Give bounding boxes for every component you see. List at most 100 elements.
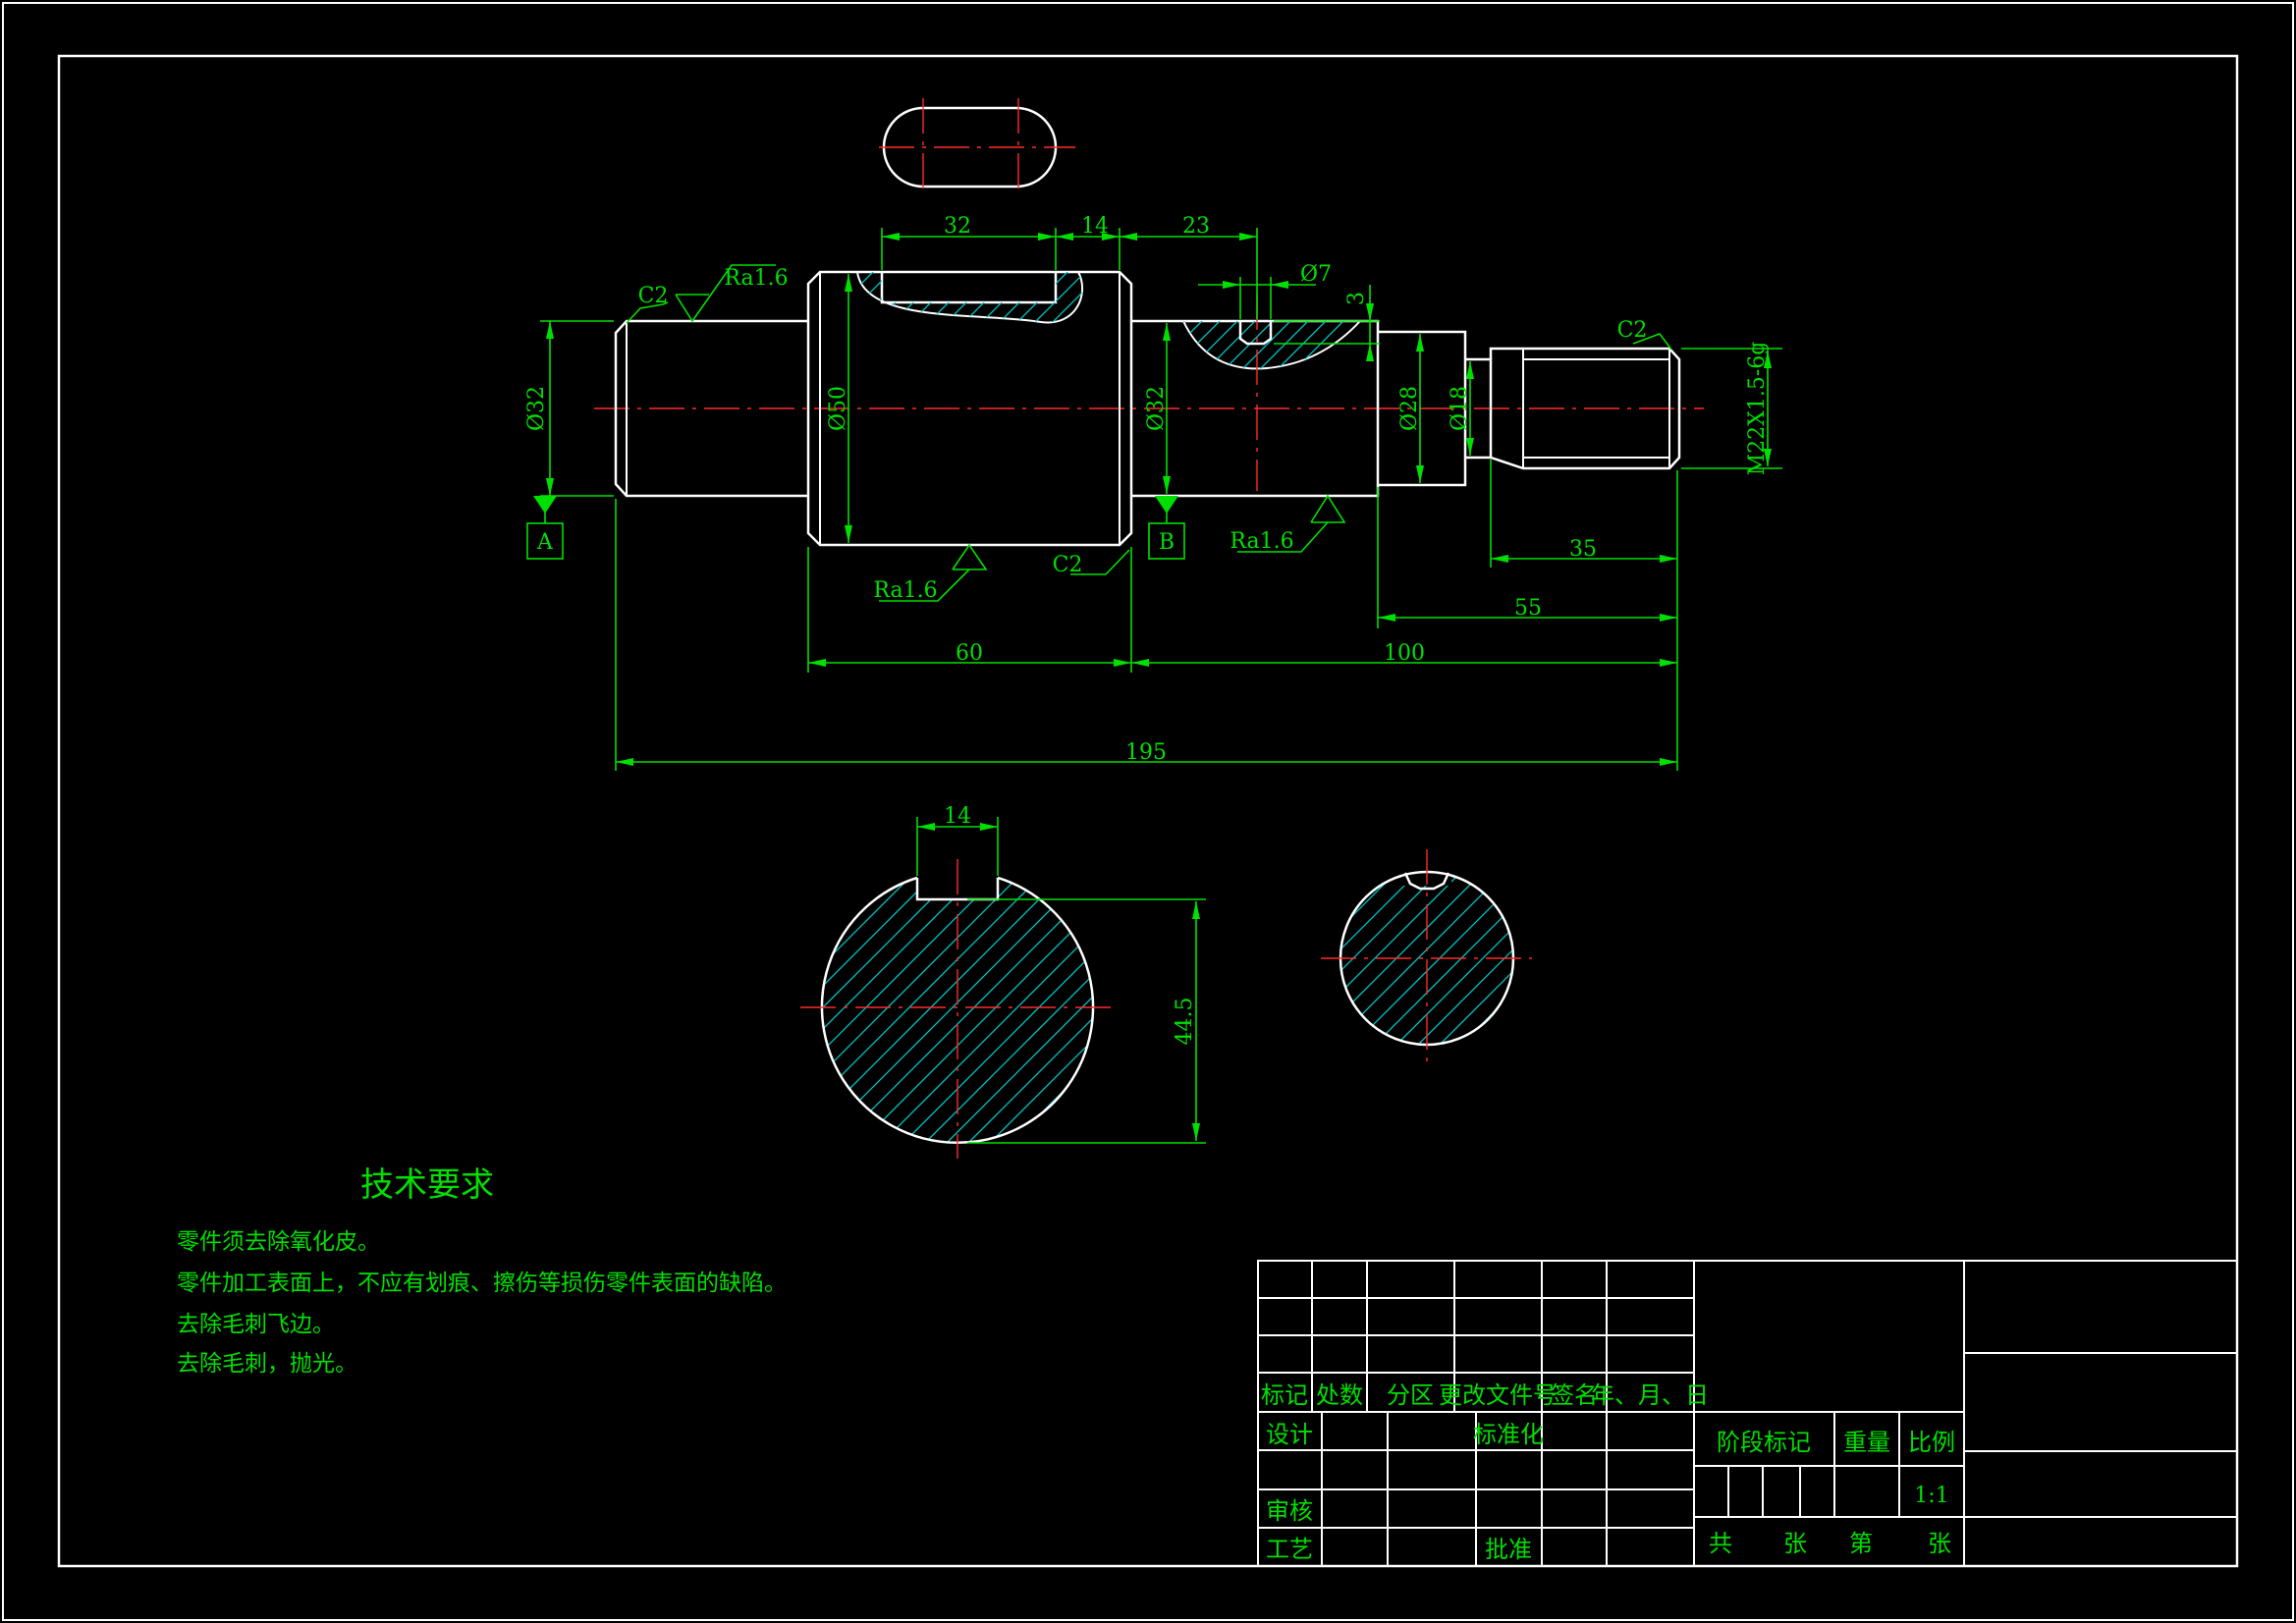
hatch-line [940,872,1093,1143]
dim-55: 55 [1514,596,1542,621]
hatch-line [1340,872,1401,1045]
hatch-line [1500,872,1513,1045]
dimension-arrowhead [1102,233,1120,241]
dimension-arrowhead [917,823,935,831]
hatch-line [918,872,1093,1143]
dim-dia-28: Ø28 [1397,386,1422,431]
tb-sheets: 张 [1783,1530,1807,1557]
hatch-line [822,872,1054,1143]
hatch-line [822,872,881,1143]
tb-signature: 签名 [1551,1381,1598,1409]
dimension-arrowhead [1239,233,1257,241]
tb-zone: 分区 [1387,1381,1434,1409]
technical-notes: 技术要求 零件须去除氧化皮。 零件加工表面上，不应有划痕、擦伤等损伤零件表面的缺… [177,1165,787,1377]
dimension-arrowhead [1192,901,1200,919]
hatch-line [1005,272,1075,323]
hatch-line [1435,872,1513,1045]
hatch-line [822,872,946,1143]
dimension-arrowhead [616,758,633,766]
dimension-arrowhead [808,659,826,667]
hatch-line [822,872,1093,1143]
hatch-line [934,272,1005,323]
dimension-arrowhead [1378,614,1395,622]
datum-b-label: B [1159,530,1175,555]
dimension-arrowhead [1660,614,1677,622]
hatch-line [1183,321,1210,369]
dim-35: 35 [1569,537,1597,562]
dim-dia-32-left: Ø32 [524,386,549,431]
dim-dia-32-right: Ø32 [1144,386,1169,431]
hatch-line [1005,872,1093,1143]
tb-process: 工艺 [1266,1536,1313,1563]
dimension-arrowhead [1491,555,1508,563]
tb-sheets-2: 张 [1928,1530,1951,1557]
dimension-arrowhead [1660,758,1677,766]
tb-weight: 重量 [1843,1429,1890,1456]
hatch-line [1285,321,1351,369]
roughness-right-label: Ra1.6 [1230,529,1293,554]
dimension-arrowhead [1366,344,1374,361]
hatch-line [822,872,989,1143]
hatch-line [822,872,859,1143]
hatch-line [987,272,1058,323]
dimension-arrowhead [1660,555,1677,563]
notes-title: 技术要求 [360,1165,494,1205]
dim-195: 195 [1125,740,1167,765]
dimension-texts: 32 14 23 Ø7 3 Ø32 Ø50 Ø32 Ø28 Ø18 M22X1.… [524,214,1770,1045]
dim-section-44-5: 44.5 [1173,998,1197,1046]
hatch-line [1058,272,1083,323]
dim-section-14: 14 [944,804,971,829]
tb-count: 处数 [1316,1381,1363,1409]
tb-date: 年、月、日 [1591,1381,1709,1409]
dimension-arrowhead [1466,438,1474,456]
dimension-arrowhead [1764,449,1772,466]
note-item-2: 零件加工表面上，不应有划痕、擦伤等损伤零件表面的缺陷。 [177,1271,787,1296]
dimension-arrowhead [1660,659,1677,667]
hatch-line [1339,321,1360,369]
hatch-line [1250,321,1316,369]
hatch-line [832,872,1093,1143]
dimension-arrowhead [1366,303,1374,321]
hatch-line [822,872,1075,1143]
tb-review: 审核 [1266,1497,1313,1525]
hatch-line [1183,321,1228,369]
hatch-line [899,272,969,323]
dimension-arrowhead [1466,361,1474,379]
chamfer-right-label: C2 [1617,318,1648,343]
tb-change-doc: 更改文件号 [1439,1381,1557,1409]
tb-scale-value: 1:1 [1914,1484,1948,1508]
hatch-line [881,272,952,323]
hatch-line [530,864,815,1149]
dimension-arrowhead [1056,233,1073,241]
dim-dia-50: Ø50 [826,386,850,431]
chamfer-left-label: C2 [638,284,669,308]
tb-mark: 标记 [1261,1381,1308,1409]
hatch-line [1094,265,1163,334]
dim-23: 23 [1182,214,1210,239]
hatch-line [969,272,1040,323]
hatch-line [1075,272,1083,323]
hatch-line [875,872,1093,1143]
hatch-line [857,272,899,323]
note-item-1: 零件须去除氧化皮。 [177,1229,380,1255]
title-block: 标记 处数 分区 更改文件号 签名 年、月、日 设计 标准化 审核 工艺 批准 … [1257,1260,2238,1567]
hatch-line [916,272,987,323]
keyway-hatch [857,265,1163,334]
chamfer-mid-label: C2 [1053,553,1083,577]
dimension-arrowhead [1271,281,1288,289]
hatch-line [897,872,1093,1143]
hatch-line [863,272,934,323]
hatch-line [822,872,902,1143]
datum-a-label: A [536,530,554,555]
hatch-line [1069,872,1093,1143]
note-item-4: 去除毛刺，抛光。 [177,1351,357,1377]
dim-thread: M22X1.5-6g [1745,342,1770,476]
hatch-line [853,872,1093,1143]
hatch-line [1268,321,1334,369]
dimension-arrowhead [1163,323,1171,341]
dim-60: 60 [956,641,983,666]
dimension-arrowhead [845,525,852,543]
hatch-line [1356,321,1360,369]
